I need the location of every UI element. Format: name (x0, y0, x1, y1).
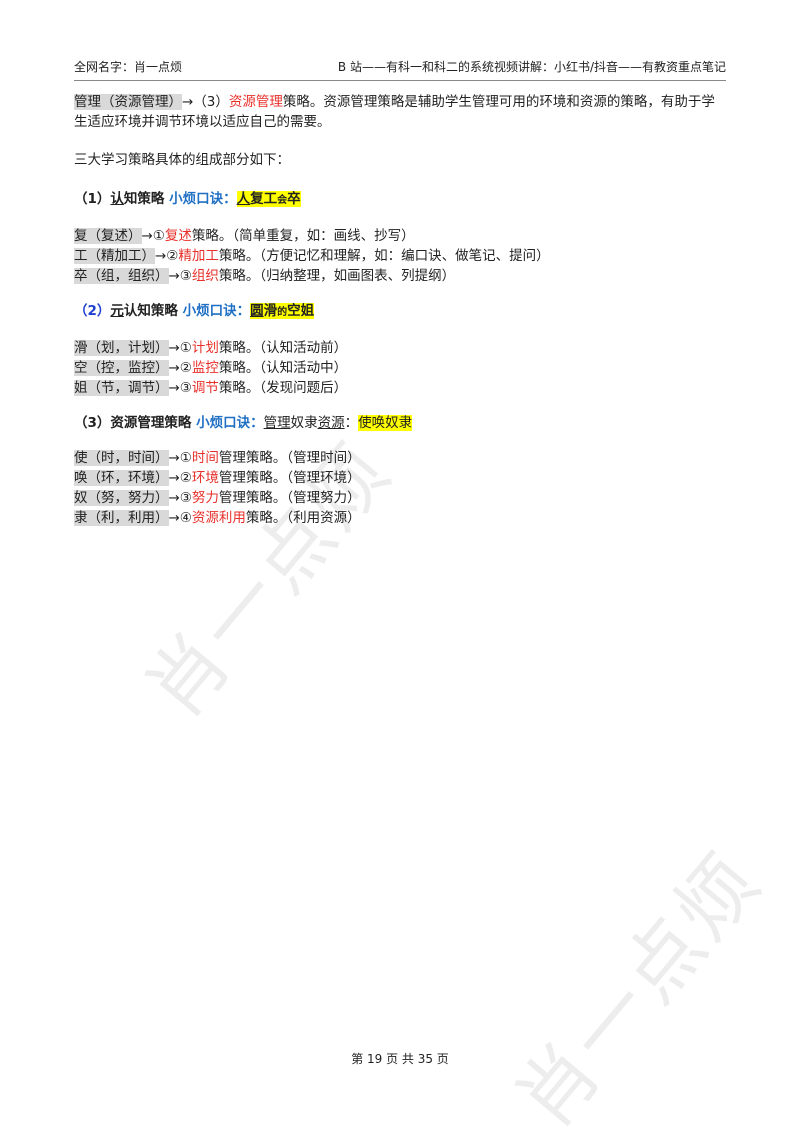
item-red: 精加工 (178, 248, 219, 264)
section2-mnemonic-u: 圆 (250, 303, 264, 319)
item-arrow: →① (141, 228, 165, 244)
item-arrow: →② (168, 360, 192, 376)
section1-mnemonic: 人复工会卒 (236, 191, 301, 207)
item-text: 策略。（归纳整理，如画图表、列提纲） (218, 268, 456, 284)
item-red: 努力 (191, 490, 219, 506)
section3-mnemonic-highlight: 使唤奴隶 (358, 415, 413, 431)
section3-mnemonic: 管理奴隶资源：使唤奴隶 (264, 415, 413, 431)
intro-text: 策略。资源管理策略是辅助学生管理可用的环境和资源的策略，有助于学生适应环境并调节… (74, 94, 715, 130)
section2-mnemonic-small: 的 (277, 307, 288, 318)
section2-num: （2） (74, 303, 111, 319)
item-red: 时间 (191, 450, 219, 466)
header-note: B 站——有科一和科二的系统视频讲解：小红书/抖音——有教资重点笔记 (337, 60, 726, 74)
item-term: 滑（划，计划） (74, 340, 169, 356)
header-author: 全网名字：肖一点烦 (74, 60, 183, 74)
section1-mnemonic-u: 人 (236, 191, 251, 207)
section1-mnemonic-label: 小烦口诀： (169, 191, 237, 207)
section1-heading: （1）认知策略 小烦口诀：人复工会卒 (74, 188, 726, 212)
item-term: 姐（节，调节） (74, 380, 169, 396)
section3-name: 资源管理策略 (110, 415, 192, 431)
intro-red-term: 资源管理 (228, 94, 283, 110)
section2-mnemonic-label: 小烦口诀： (182, 303, 251, 319)
section1-name: 知策略 (123, 191, 165, 207)
section2-heading: （2）元认知策略 小烦口诀：圆滑的空姐 (74, 300, 726, 324)
item-text: 策略。（认知活动中） (218, 360, 348, 376)
list-item: 隶（利，利用）→④资源利用策略。（利用资源） (74, 508, 726, 528)
item-text: 管理策略。（管理环境） (218, 470, 361, 486)
item-term: 空（控，监控） (74, 360, 169, 376)
section1-mnemonic-end: 卒 (287, 191, 301, 207)
item-text: 管理策略。（管理时间） (218, 450, 361, 466)
item-text: 策略。（认知活动前） (218, 340, 348, 356)
section2-mnemonic-mid: 滑 (263, 303, 278, 319)
watermark-bottom: 肖一点烦 (499, 835, 780, 1146)
item-red: 资源利用 (191, 510, 246, 526)
item-term: 隶（利，利用） (74, 510, 169, 526)
section2-mnemonic-end: 空姐 (287, 303, 315, 319)
item-text: 策略。（简单重复，如：画线、抄写） (191, 228, 415, 244)
item-text: 管理策略。（管理努力） (218, 490, 361, 506)
list-item: 奴（努，努力）→③努力管理策略。（管理努力） (74, 488, 726, 508)
item-arrow: →② (168, 470, 192, 486)
list-item: 使（时，时间）→①时间管理策略。（管理时间） (74, 448, 726, 468)
section3-mnemonic-mid: 奴隶 (290, 415, 318, 431)
item-arrow: →① (168, 450, 192, 466)
item-red: 调节 (191, 380, 219, 396)
list-item: 姐（节，调节）→③调节策略。（发现问题后） (74, 378, 726, 398)
item-red: 组织 (191, 268, 219, 284)
list-item: 工（精加工）→②精加工策略。（方便记忆和理解，如：编口诀、做笔记、提问） (74, 246, 726, 266)
item-arrow: →① (168, 340, 192, 356)
section1-mnemonic-mid: 复工 (250, 191, 278, 207)
list-item: 复（复述）→①复述策略。（简单重复，如：画线、抄写） (74, 226, 726, 246)
section1-mnemonic-small: 会 (277, 195, 288, 206)
section3-mnemonic-u1: 管理 (263, 415, 291, 431)
list-item: 唤（环，环境）→②环境管理策略。（管理环境） (74, 468, 726, 488)
section2-mnemonic: 圆滑的空姐 (250, 303, 315, 319)
section2-name-underlined: 元 (110, 303, 124, 319)
section1-num: （1） (74, 191, 111, 207)
section3-num: （3） (74, 415, 111, 431)
item-arrow: →③ (168, 268, 192, 284)
item-red: 环境 (191, 470, 219, 486)
section2-name: 认知策略 (123, 303, 178, 319)
intro-term: 管理（资源管理） (74, 94, 182, 110)
item-arrow: →④ (168, 510, 192, 526)
item-arrow: →② (155, 248, 179, 264)
item-arrow: →③ (168, 490, 192, 506)
item-arrow: →③ (168, 380, 192, 396)
page-number: 第 19 页 共 35 页 (351, 1052, 449, 1066)
item-term: 卒（组，组织） (74, 268, 169, 284)
item-term: 复（复述） (74, 228, 142, 244)
section3-mnemonic-label: 小烦口诀： (196, 415, 264, 431)
intro-summary: 三大学习策略具体的组成部分如下： (74, 152, 290, 168)
item-term: 唤（环，环境） (74, 470, 169, 486)
section3-heading: （3）资源管理策略 小烦口诀：管理奴隶资源：使唤奴隶 (74, 412, 726, 434)
list-item: 空（控，监控）→②监控策略。（认知活动中） (74, 358, 726, 378)
item-red: 计划 (191, 340, 219, 356)
page-content: 管理（资源管理）→（3）资源管理策略。资源管理策略是辅助学生管理可用的环境和资源… (74, 92, 726, 528)
list-item: 卒（组，组织）→③组织策略。（归纳整理，如画图表、列提纲） (74, 266, 726, 286)
list-item: 滑（划，计划）→①计划策略。（认知活动前） (74, 338, 726, 358)
intro-arrow: →（3） (182, 94, 229, 110)
item-term: 奴（努，努力） (74, 490, 169, 506)
section3-mnemonic-u2: 资源 (317, 415, 345, 431)
page-header: 全网名字：肖一点烦 B 站——有科一和科二的系统视频讲解：小红书/抖音——有教资… (74, 58, 726, 81)
item-text: 策略。（发现问题后） (218, 380, 348, 396)
intro-paragraph: 管理（资源管理）→（3）资源管理策略。资源管理策略是辅助学生管理可用的环境和资源… (74, 92, 726, 132)
item-text: 策略。（方便记忆和理解，如：编口诀、做笔记、提问） (218, 248, 550, 264)
section1-name-underlined: 认 (110, 191, 124, 207)
item-red: 复述 (164, 228, 192, 244)
item-term: 使（时，时间） (74, 450, 169, 466)
item-red: 监控 (191, 360, 219, 376)
item-text: 策略。（利用资源） (245, 510, 361, 526)
section3-mnemonic-colon: ： (344, 415, 359, 431)
item-term: 工（精加工） (74, 248, 155, 264)
